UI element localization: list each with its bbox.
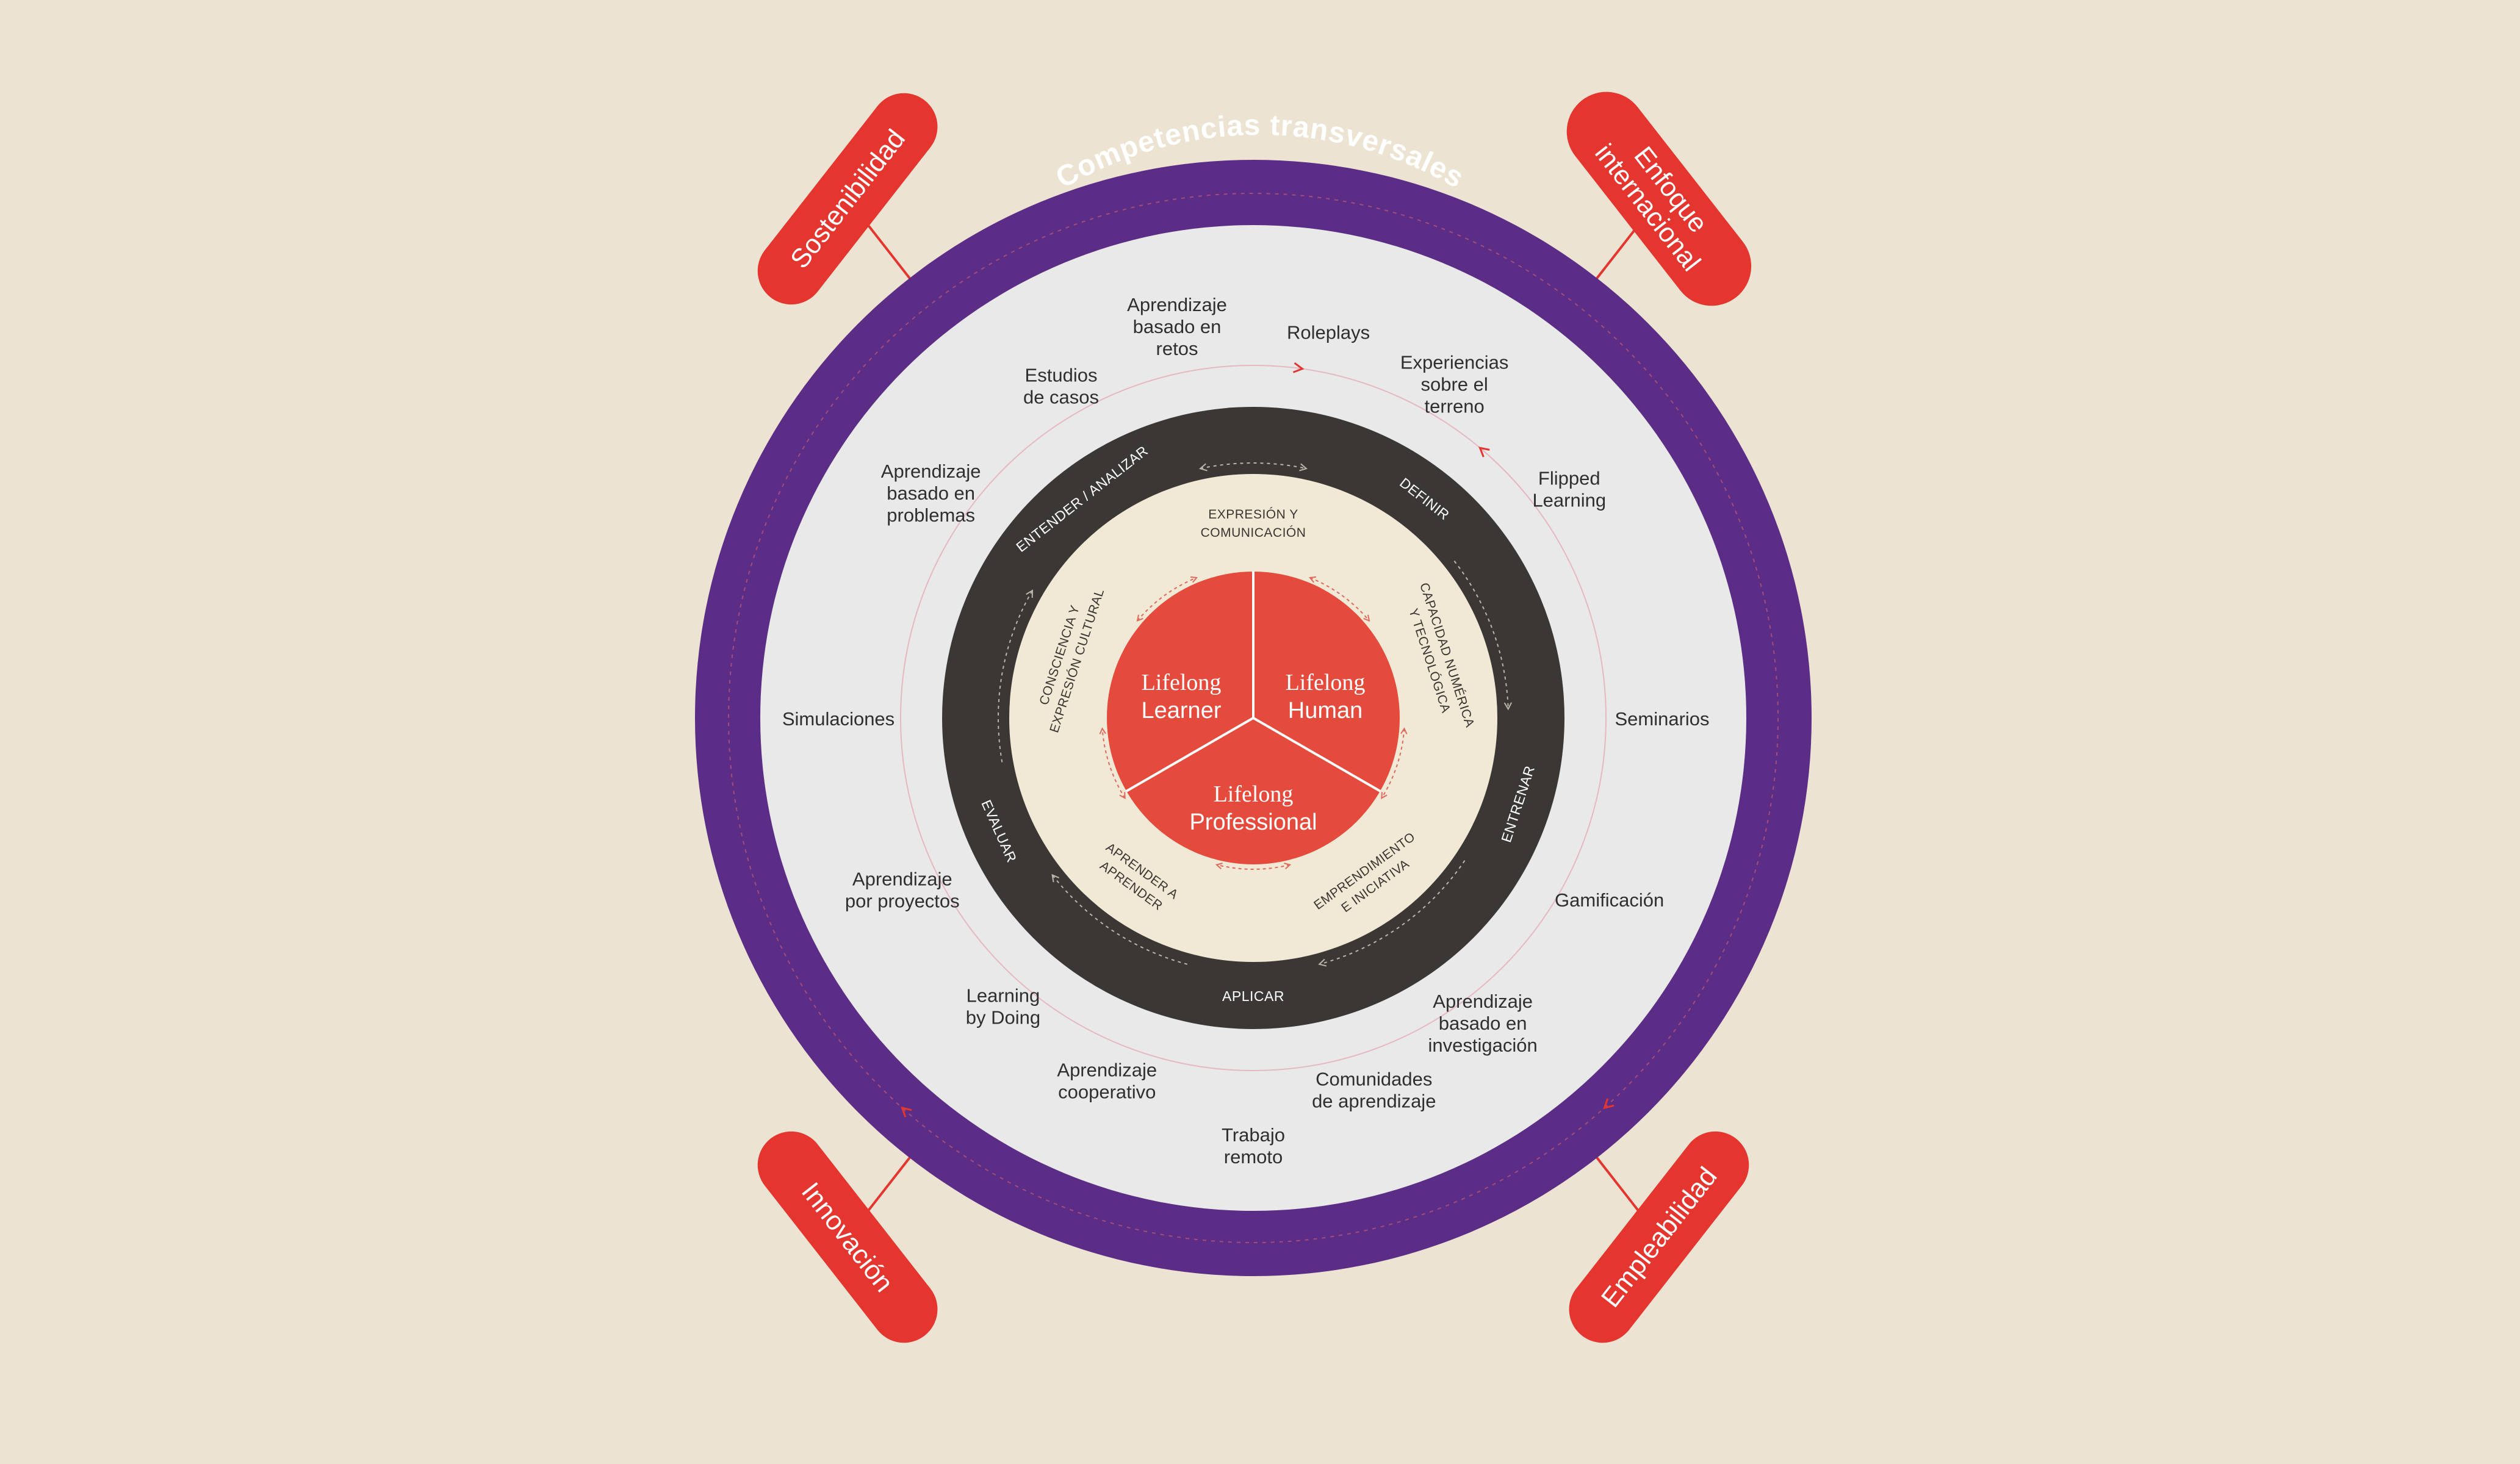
competence-arrow-head bbox=[1136, 614, 1143, 622]
pillar-badge: Sostenibilidad bbox=[757, 93, 938, 305]
cycle-arrow-head bbox=[1299, 463, 1308, 472]
orbit-arrow-head bbox=[1292, 362, 1305, 373]
method-label: Roleplays bbox=[1287, 322, 1370, 343]
cycle-arrow-head bbox=[1503, 702, 1513, 711]
cycle-arrow-head bbox=[1199, 463, 1208, 472]
competence-arrow-head bbox=[1099, 727, 1106, 734]
orbit-arrow-head bbox=[1478, 447, 1490, 458]
cycle-arrow-head bbox=[1051, 874, 1060, 883]
competence-arrow-head bbox=[1284, 863, 1292, 870]
core-dividers bbox=[1126, 572, 1381, 792]
cycle-arrow bbox=[1200, 462, 1307, 470]
arrows-layer bbox=[901, 362, 1615, 1118]
competence-arrow bbox=[1381, 728, 1405, 798]
method-label: Gamificación bbox=[1555, 889, 1664, 911]
competence-arrow-head bbox=[1400, 727, 1408, 734]
competence-arrow-head bbox=[1308, 576, 1316, 583]
competence-arrow-head bbox=[1215, 863, 1223, 870]
competence-arrow-head bbox=[1190, 576, 1198, 583]
method-label: Simulaciones bbox=[782, 708, 895, 730]
cycle-arrow bbox=[1051, 874, 1188, 965]
competence-arrow bbox=[1137, 577, 1197, 622]
orbit-arrow-head bbox=[1603, 1098, 1615, 1110]
pillar-pill bbox=[757, 1131, 938, 1343]
cycle-arrow bbox=[998, 590, 1033, 762]
cycle-arrow-head bbox=[1318, 958, 1327, 967]
method-label: Seminarios bbox=[1615, 708, 1709, 730]
competence-arrow bbox=[1309, 577, 1370, 622]
orbit-arc bbox=[1479, 447, 1532, 501]
cycle-stage-label: APLICAR bbox=[1222, 988, 1284, 1004]
pillar-pill bbox=[757, 93, 938, 305]
cycle-arrow-head bbox=[1026, 589, 1034, 598]
competence-arrow-head bbox=[1363, 614, 1370, 622]
orbit-arrow-head bbox=[901, 1107, 912, 1118]
competence-arrow bbox=[1216, 864, 1291, 870]
competence-arrow bbox=[1101, 728, 1126, 798]
competence-arrow-head bbox=[1119, 792, 1126, 800]
outer-dashed-orbit bbox=[728, 193, 1779, 1243]
methods-inner-circle bbox=[900, 365, 1607, 1071]
competence-arrow-head bbox=[1381, 792, 1388, 800]
pillar-pill bbox=[1569, 1131, 1749, 1343]
pillar-pill bbox=[1566, 92, 1752, 306]
